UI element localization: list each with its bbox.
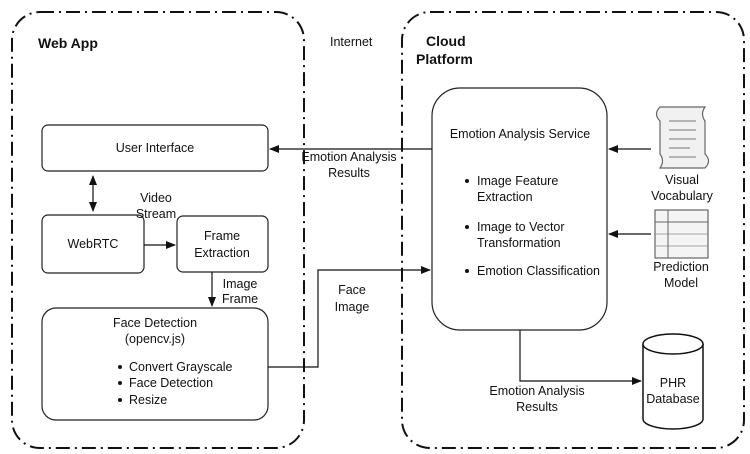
- service-step-2-line2: Transformation: [477, 236, 561, 250]
- service-step-1-line1: Image Feature: [477, 174, 558, 188]
- bullet-icon: [465, 179, 469, 183]
- face-step-3: Resize: [129, 393, 167, 407]
- results-to-ui-label-line1: Emotion Analysis: [301, 150, 396, 164]
- emotion-analysis-service-node: Emotion Analysis Service Image Feature E…: [431, 87, 608, 331]
- prediction-model-line2: Model: [664, 276, 698, 290]
- user-interface-node: User Interface: [41, 124, 269, 172]
- user-interface-label: User Interface: [116, 141, 195, 155]
- emotion-service-title: Emotion Analysis Service: [450, 127, 590, 141]
- service-step-2-line1: Image to Vector: [477, 220, 565, 234]
- face-image-label-line1: Face: [338, 283, 366, 297]
- bullet-icon: [465, 225, 469, 229]
- prediction-model-line1: Prediction: [653, 260, 709, 274]
- table-icon: [654, 209, 709, 259]
- results-to-db-label-line1: Emotion Analysis: [489, 384, 584, 398]
- video-stream-label-line2: Stream: [136, 207, 176, 221]
- image-frame-label-line2: Frame: [222, 292, 258, 306]
- service-step-1-line2: Extraction: [477, 190, 533, 204]
- bullet-icon: [118, 381, 122, 385]
- frame-extraction-node: Frame Extraction: [176, 215, 269, 273]
- phr-database-node: PHR Database: [642, 333, 704, 430]
- phr-database-line1: PHR: [660, 376, 686, 390]
- bullet-icon: [465, 269, 469, 273]
- internet-label: Internet: [330, 35, 373, 49]
- web-app-title: Web App: [38, 35, 98, 51]
- face-detection-title-line2: (opencv.js): [125, 332, 185, 346]
- face-image-edge: [268, 266, 431, 368]
- cloud-platform-region: [401, 11, 745, 449]
- service-step-3: Emotion Classification: [477, 264, 600, 278]
- phr-database-line2: Database: [646, 392, 700, 406]
- face-step-1: Convert Grayscale: [129, 360, 233, 374]
- results-to-ui-label-line2: Results: [328, 166, 370, 180]
- results-to-db-label-line2: Results: [516, 400, 558, 414]
- face-image-label-line2: Image: [335, 300, 370, 314]
- database-cylinder-icon: [642, 333, 704, 430]
- cloud-title-line1: Cloud: [426, 33, 466, 49]
- face-detection-title-line1: Face Detection: [113, 316, 197, 330]
- cloud-title-line2: Platform: [416, 51, 473, 67]
- webrtc-node: WebRTC: [41, 214, 145, 274]
- bullet-icon: [118, 398, 122, 402]
- frame-extraction-line1: Frame: [204, 229, 240, 243]
- results-to-db-edge: [519, 330, 642, 385]
- face-step-2: Face Detection: [129, 376, 213, 390]
- bullet-icon: [118, 365, 122, 369]
- visual-vocabulary-node: Visual Vocabulary: [651, 106, 714, 203]
- visual-vocabulary-line1: Visual: [665, 173, 699, 187]
- image-frame-label-line1: Image: [223, 277, 258, 291]
- visual-vocabulary-line2: Vocabulary: [651, 189, 714, 203]
- document-icon: [655, 106, 710, 169]
- face-detection-node: Face Detection (opencv.js) Convert Grays…: [41, 307, 269, 421]
- web-app-region: [11, 11, 305, 449]
- video-stream-label-line1: Video: [140, 191, 172, 205]
- webrtc-label: WebRTC: [68, 237, 119, 251]
- frame-extraction-line2: Extraction: [194, 246, 250, 260]
- prediction-model-node: Prediction Model: [653, 209, 709, 290]
